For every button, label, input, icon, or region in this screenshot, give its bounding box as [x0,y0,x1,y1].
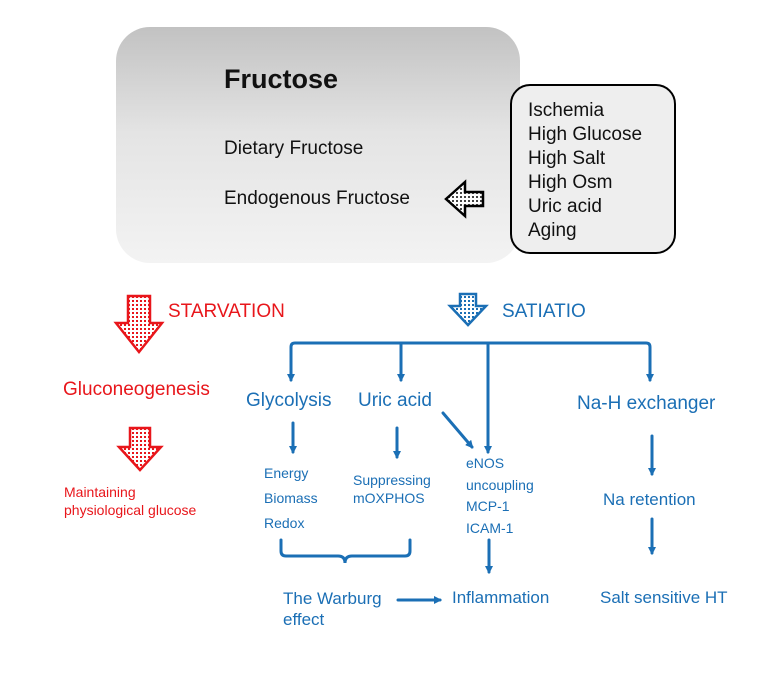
factor-uric-acid: Uric acid [528,196,602,217]
endogenous-fructose-label: Endogenous Fructose [224,188,410,209]
starvation-label: STARVATION [168,301,285,322]
energy-list: Energy Biomass Redox [264,461,318,536]
factor-high-osm: High Osm [528,172,613,193]
warburg-line-2: effect [283,610,325,629]
na-retention-label: Na retention [603,490,696,509]
suppressing-line-1: Suppressing [353,472,431,488]
suppressing-label: Suppressing mOXPHOS [353,471,431,507]
arrow-uric-enos [441,411,474,449]
uncoupling-item: uncoupling [466,476,534,493]
fructose-box [116,27,520,263]
uric-acid-label: Uric acid [358,390,432,411]
maintaining-line-2: physiological glucose [64,502,197,518]
warburg-line-1: The Warburg [283,589,382,608]
factor-high-salt: High Salt [528,148,606,169]
enos-list: eNOS uncoupling MCP-1 ICAM-1 [466,453,534,539]
risk-factors-box: Ischemia High Glucose High Salt High Osm… [510,84,676,254]
factor-aging: Aging [528,220,577,241]
suppressing-line-2: mOXPHOS [353,490,425,506]
redox-item: Redox [264,515,305,531]
branch-lines [287,341,654,454]
salt-sensitive-ht-label: Salt sensitive HT [600,588,728,607]
maintaining-glucose-label: Maintaining physiological glucose [64,483,196,519]
left-block-arrow [444,179,485,219]
factor-ischemia: Ischemia [528,100,605,121]
biomass-item: Biomass [264,490,318,506]
inflammation-label: Inflammation [452,588,550,607]
glycolysis-label: Glycolysis [246,390,332,411]
fructose-title: Fructose [224,64,339,94]
icam1-item: ICAM-1 [466,519,514,536]
warburg-bracket [279,538,412,564]
gluconeogenesis-down-arrow [116,426,164,472]
factor-high-glucose: High Glucose [528,124,643,145]
warburg-effect-label: The Warburg effect [283,588,382,630]
energy-item: Energy [264,465,309,481]
dietary-fructose-label: Dietary Fructose [224,138,364,159]
starvation-down-arrow [113,294,165,355]
enos-item: eNOS [466,455,505,471]
gluconeogenesis-label: Gluconeogenesis [63,379,210,400]
maintaining-line-1: Maintaining [64,484,136,500]
na-h-exchanger-label: Na-H exchanger [577,393,716,414]
mcp1-item: MCP-1 [466,498,510,514]
branch-bus [289,341,652,366]
satiation-label: SATIATIO [502,301,586,322]
satiation-down-arrow [447,292,489,327]
